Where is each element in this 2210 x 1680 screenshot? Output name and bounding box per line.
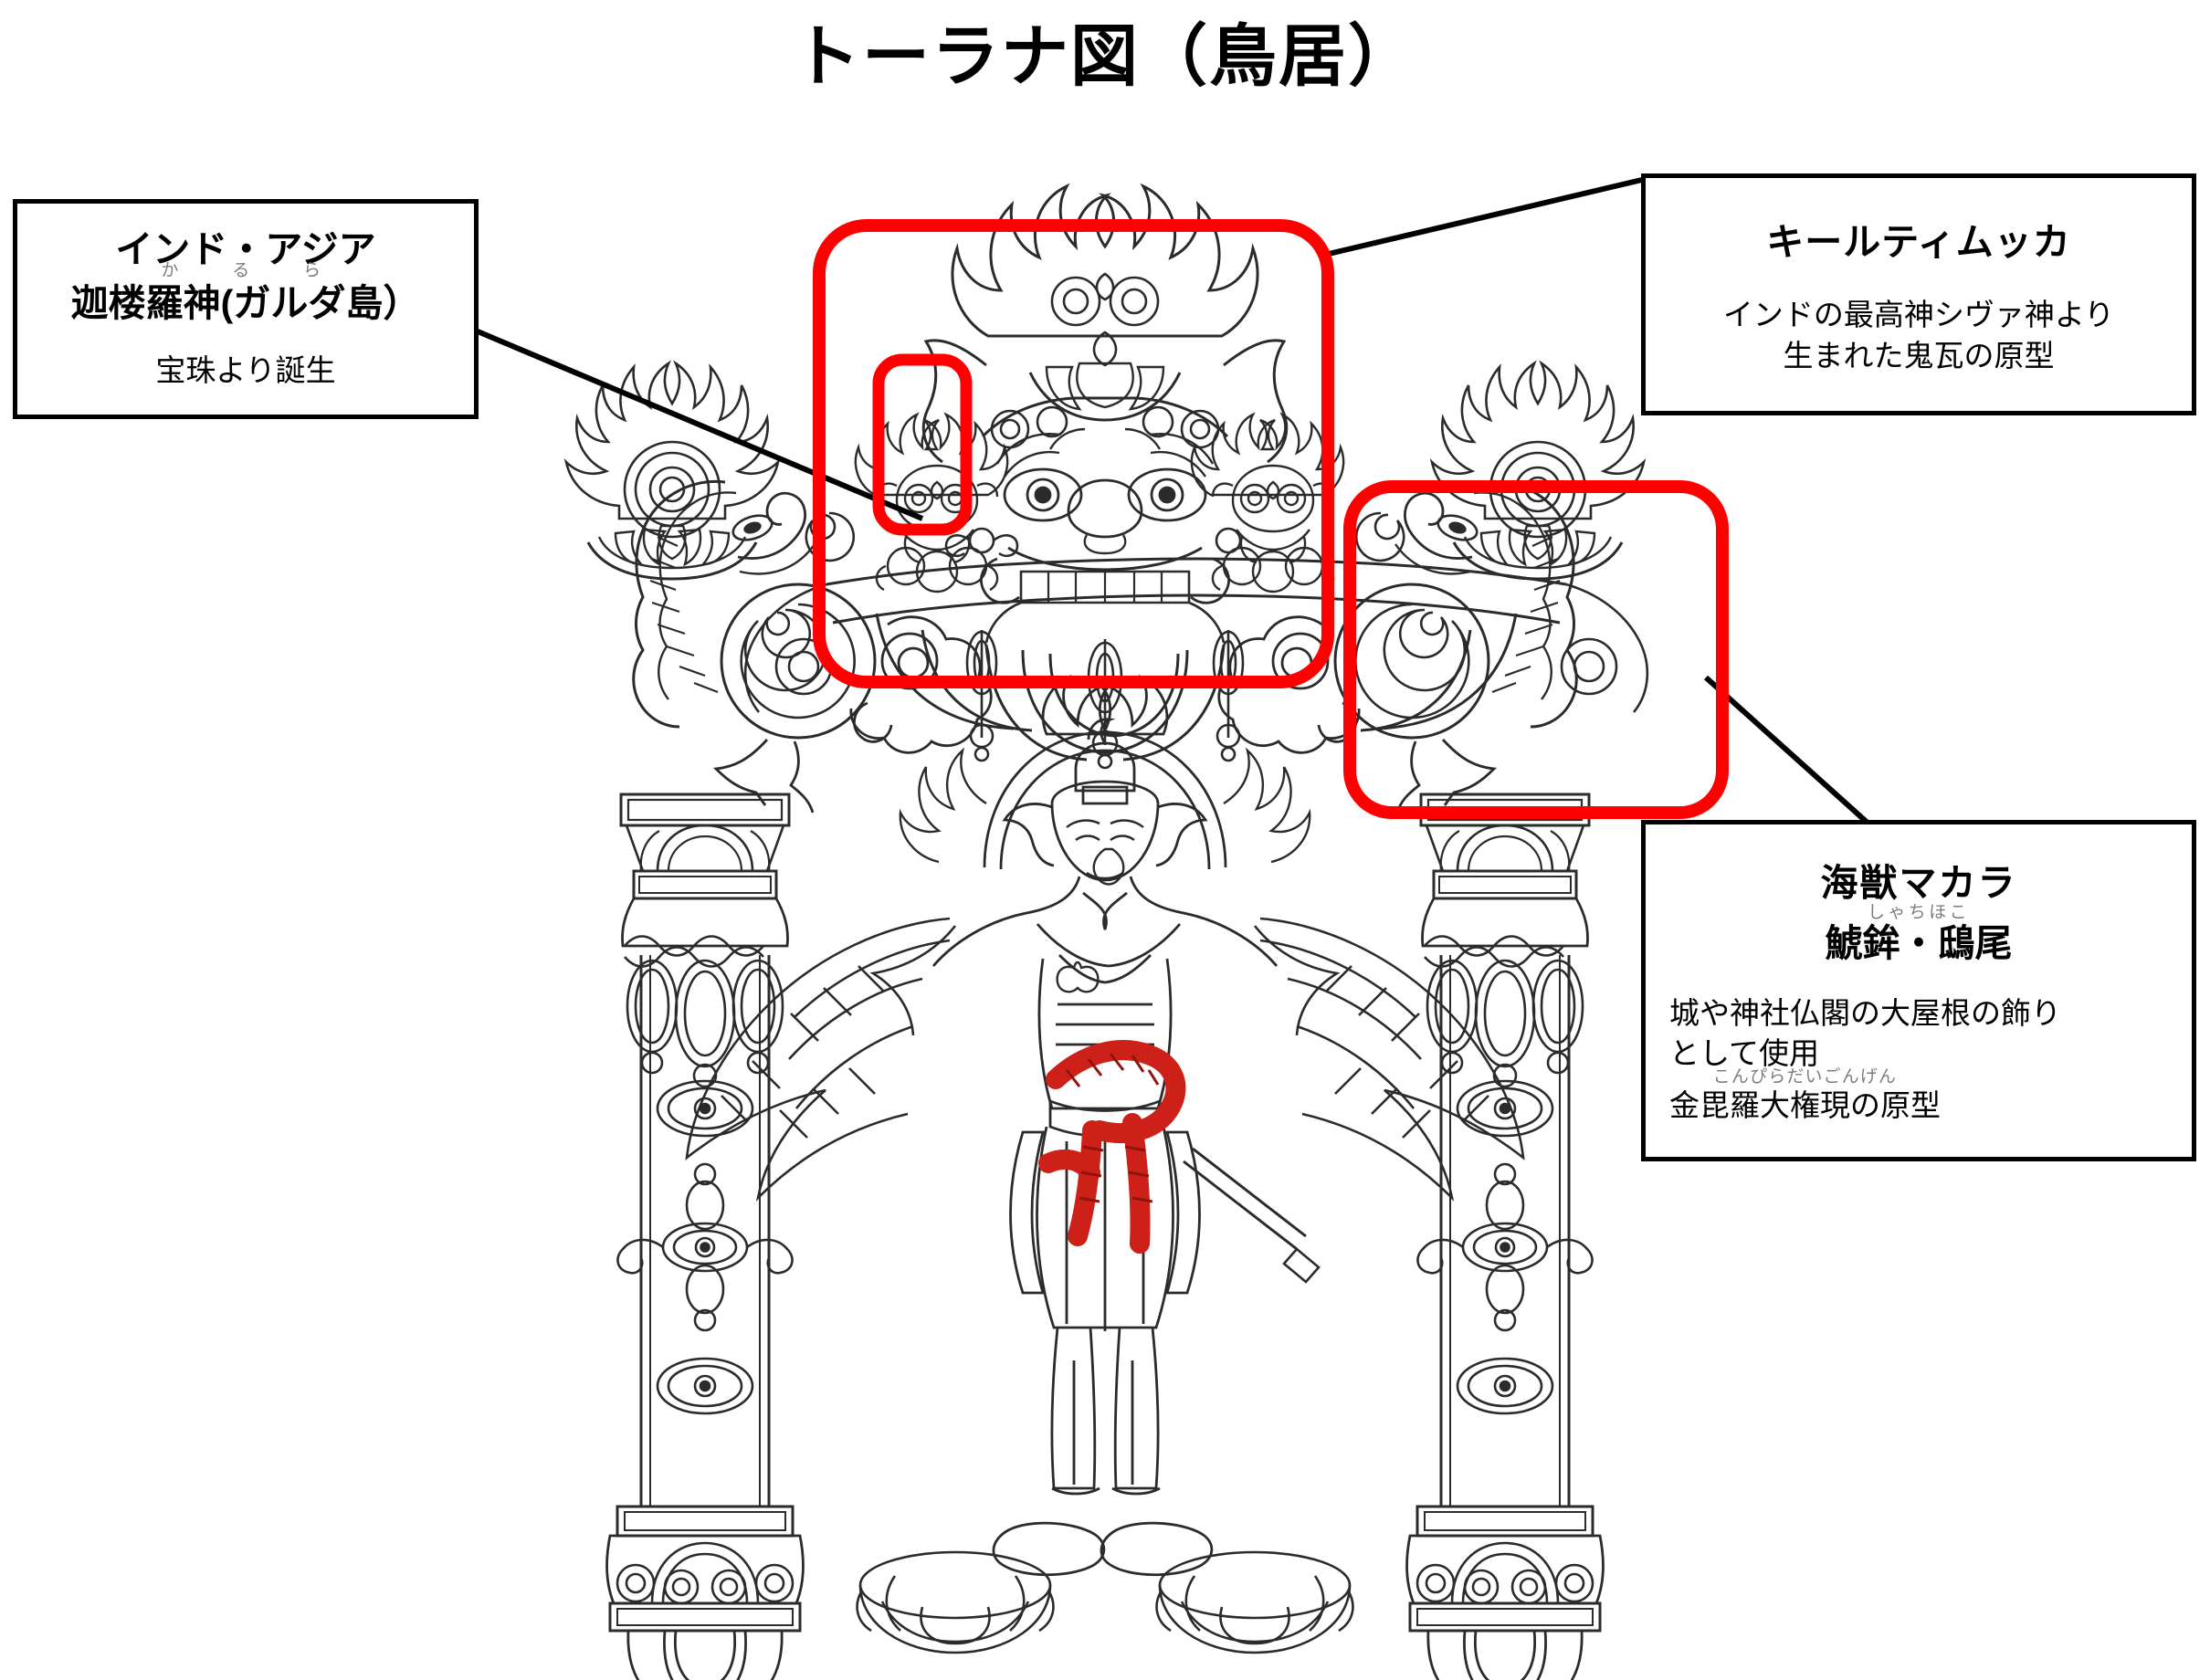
- callout-garuda-name: か る ら 迦楼羅神(ガルダ島）: [26, 262, 465, 327]
- callout-kirtimukha-body-line2: 生まれた鬼瓦の原型: [1783, 338, 2055, 373]
- callout-garuda: インド・アジア か る ら 迦楼羅神(ガルダ島） 宝珠より誕生: [13, 199, 479, 419]
- callout-garuda-body: 宝珠より誕生: [155, 352, 336, 387]
- callout-makara-title: 海獣マカラ: [1820, 862, 2017, 904]
- red-serpent-sash: [1038, 1040, 1186, 1254]
- callout-makara-name-ruby: しゃちほこ: [1867, 903, 1971, 922]
- mini-garuda-right: [1190, 413, 1345, 593]
- callout-makara-body: 城や神社仏閣の大屋根の飾り として使用: [1664, 993, 2173, 1073]
- torana-lintel: [743, 527, 1649, 770]
- callout-makara: 海獣マカラ しゃちほこ 鯱鉾・鴟尾 城や神社仏閣の大屋根の飾り として使用 こん…: [1641, 820, 2196, 1161]
- page-title: トーラナ図（鳥居）: [793, 18, 1417, 94]
- callout-makara-body2: こんぴらだいごんげん 金毘羅大権現の原型: [1664, 1068, 2173, 1126]
- red-serpent-detail: [1065, 1053, 1160, 1203]
- callout-makara-body-line1: 城や神社仏閣の大屋根の飾り: [1669, 996, 2061, 1031]
- callout-kirtimukha-title: キールティムッカ: [1766, 221, 2071, 263]
- callout-makara-body-line2: として使用: [1669, 1035, 1820, 1070]
- callout-kirtimukha-body-line1: インドの最高神シヴァ神より: [1722, 298, 2115, 331]
- callout-garuda-name-ruby: か る ら: [161, 261, 340, 281]
- pillar-left: [564, 362, 993, 1680]
- callout-makara-body2-ruby: こんぴらだいごんげん: [1712, 1067, 1898, 1087]
- kirtimukha-face: [921, 183, 1289, 644]
- callout-kirtimukha-body: インドの最高神シヴァ神より 生まれた鬼瓦の原型: [1657, 295, 2181, 376]
- callout-garuda-title: インド・アジア: [115, 228, 376, 270]
- callout-makara-name-text: 鯱鉾・鴟尾: [1825, 922, 2013, 964]
- callout-makara-name: しゃちほこ 鯱鉾・鴟尾: [1664, 904, 2173, 966]
- callout-garuda-name-text: 迦楼羅神(ガルダ島）: [70, 282, 421, 325]
- garuda-figure: [685, 674, 1525, 1654]
- callout-makara-body2-text: 金毘羅大権現の原型: [1669, 1088, 1941, 1123]
- callout-kirtimukha: キールティムッカ インドの最高神シヴァ神より 生まれた鬼瓦の原型: [1641, 173, 2196, 416]
